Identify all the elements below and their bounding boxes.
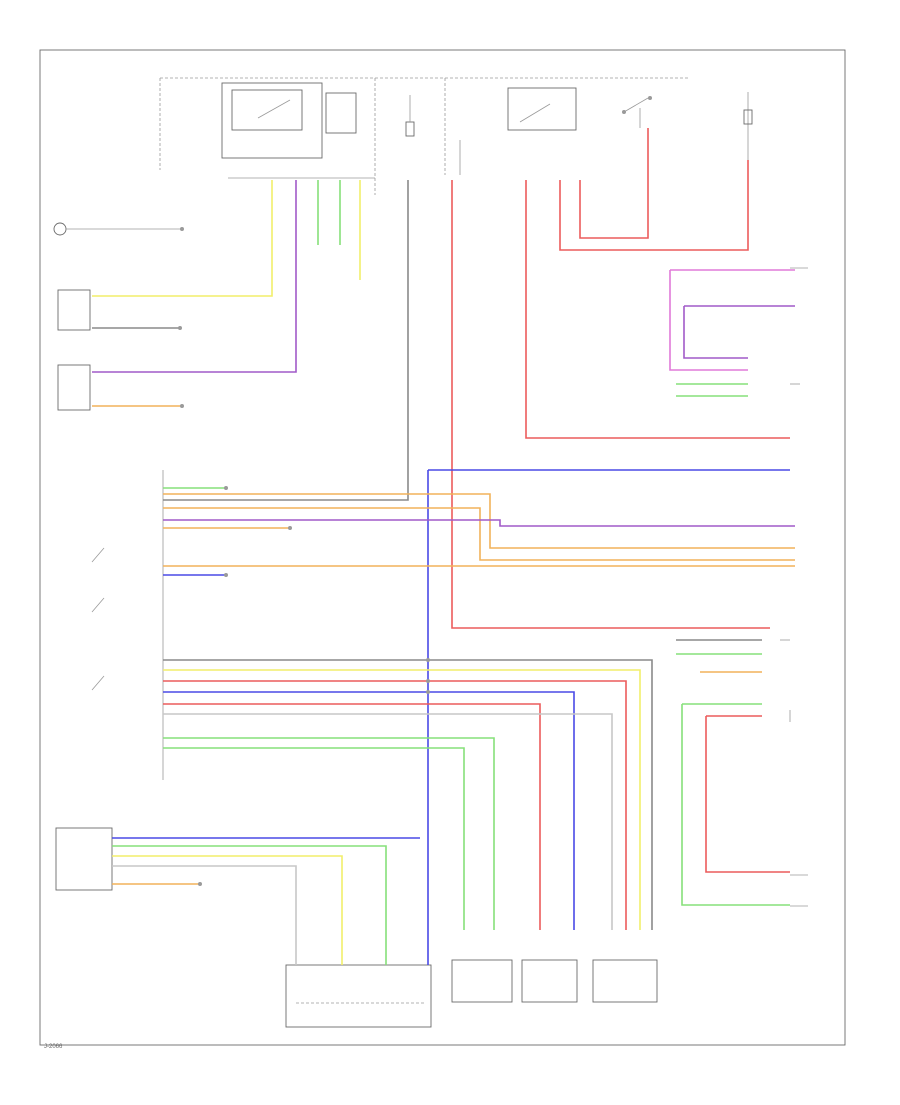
diagram-border	[39, 49, 846, 1046]
wire-purple	[92, 180, 297, 373]
bottom-sensor-3	[592, 959, 658, 1003]
wire-module-orange-1	[163, 493, 795, 549]
wire-purple-right	[683, 306, 748, 359]
wire-module-purple	[163, 519, 795, 527]
wires	[92, 128, 795, 965]
switch-symbol-1	[91, 547, 105, 563]
main-relay-box	[221, 82, 323, 159]
left-components	[53, 222, 182, 891]
wire-bl-lightgray	[112, 865, 297, 965]
right-components	[780, 267, 808, 907]
bottom-sensor-2	[521, 959, 578, 1003]
wire-red-loop	[559, 160, 749, 251]
second-relay-box	[507, 87, 577, 131]
bottom-control-unit	[285, 964, 432, 1028]
wire-module-orange-2	[163, 507, 795, 561]
top-components	[159, 77, 753, 195]
small-relay	[325, 92, 357, 134]
wire-bus-gray	[163, 659, 653, 930]
wire-bus-red	[163, 680, 627, 930]
wire-bus-blue	[163, 691, 575, 930]
bottom-components	[285, 959, 658, 1028]
wire-pink	[669, 270, 748, 371]
wire-bus-green-1	[163, 737, 495, 930]
switch-symbol-2	[91, 597, 105, 613]
wire-right-green-lower	[681, 704, 790, 906]
wire-red-main	[451, 180, 770, 629]
bottom-sensor-1	[451, 959, 513, 1003]
wire-red-ignition	[579, 128, 649, 239]
left-sensor-2	[57, 364, 91, 411]
wire-bus-yellow-1	[163, 669, 641, 930]
wire-yellow	[92, 180, 273, 297]
wire-right-red-lower	[705, 716, 790, 873]
diagram-code-label: J-2066	[44, 1044, 63, 1050]
ignition-switch-symbol	[623, 97, 649, 113]
connector-points	[178, 227, 430, 886]
wire-bl-green	[112, 845, 387, 965]
lamp-icon	[53, 222, 67, 236]
wire-bus-lightgray	[163, 713, 613, 930]
bottom-left-module	[55, 827, 113, 891]
wire-gray-long	[163, 180, 409, 501]
wire-bus-red-2	[163, 703, 541, 930]
switch-symbol-3	[91, 675, 105, 691]
main-relay-symbol	[231, 89, 303, 131]
main-relay-switch	[257, 99, 291, 119]
wire-bus-green-2	[163, 747, 465, 930]
wire-red-second	[525, 180, 790, 439]
wire-bl-yellow	[112, 855, 343, 965]
right-fuse	[743, 109, 753, 125]
center-fuse	[405, 121, 415, 137]
left-sensor-1	[57, 289, 91, 331]
